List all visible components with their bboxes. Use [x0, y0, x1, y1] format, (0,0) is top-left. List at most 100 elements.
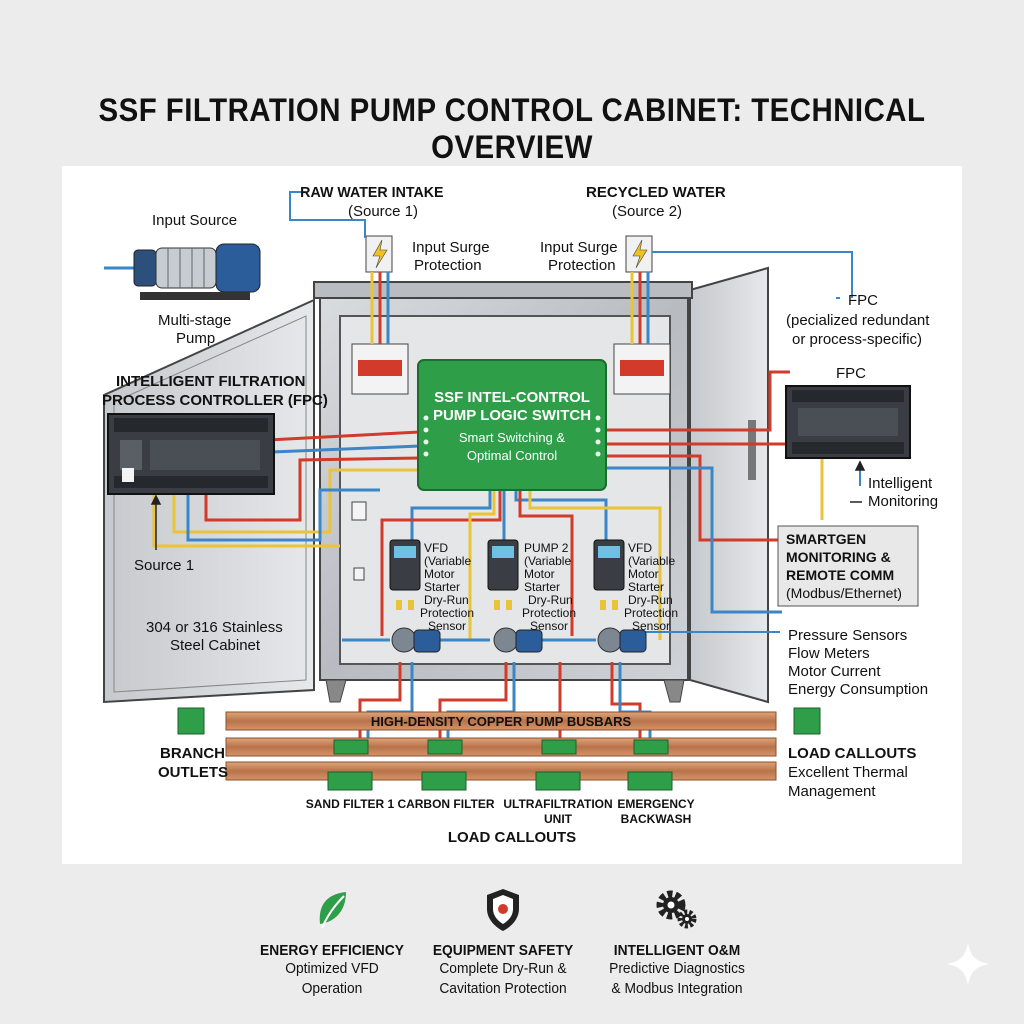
- smartgen-label-2: MONITORING &: [786, 549, 891, 565]
- sensor-label: Sensor: [530, 619, 568, 633]
- drive-3[interactable]: [593, 539, 625, 610]
- intelligent-label-1: Intelligent: [868, 475, 933, 492]
- load-callouts-right: LOAD CALLOUTS: [788, 745, 916, 762]
- drive-1-labels: VFD (Variable Motor Starter Dry-Run Prot…: [420, 541, 474, 633]
- drive-label: Starter: [524, 580, 560, 594]
- switch-desc-2: Optimal Control: [467, 448, 557, 463]
- smartgen-label-1: SMARTGEN: [786, 531, 866, 547]
- left-door[interactable]: [103, 298, 315, 704]
- smartgen-box: [777, 525, 919, 607]
- sensors-label-3: Motor Current: [788, 663, 881, 680]
- branch-label-1: BRANCH: [160, 745, 225, 762]
- recycled-water-label: RECYCLED WATER: [586, 184, 726, 201]
- intelligent-label-2: Monitoring: [868, 493, 938, 510]
- sensor-label: Protection: [624, 606, 678, 620]
- drive-2[interactable]: [487, 539, 519, 610]
- sensors-label-2: Flow Meters: [788, 645, 870, 662]
- surge-right-label-2: Protection: [548, 257, 616, 274]
- drive-3-labels: VFD (Variable Motor Starter Dry-Run Prot…: [624, 541, 678, 633]
- sensor-label: Dry-Run: [424, 593, 469, 607]
- fpc-top-desc-2: or process-specific): [792, 331, 922, 348]
- drive-label: (Variable: [424, 554, 471, 568]
- input-source-label: Input Source: [152, 212, 237, 229]
- terminal-block: [353, 567, 365, 581]
- wiring: [152, 272, 861, 742]
- source1-label: Source 1: [134, 557, 194, 574]
- drive-label: Motor: [524, 567, 555, 581]
- shield-icon: [393, 884, 613, 936]
- multistage-pump: [104, 243, 261, 300]
- switch-title-2: PUMP LOGIC SWITCH: [433, 407, 591, 424]
- inner-pump-2: [493, 627, 543, 653]
- terminal-block: [351, 501, 367, 521]
- sensor-label: Sensor: [428, 619, 466, 633]
- pump-label-2: Pump: [176, 330, 215, 347]
- thermal-label-2: Management: [788, 783, 876, 800]
- drive-label: VFD: [628, 541, 652, 555]
- door-handle[interactable]: [748, 420, 756, 480]
- leaf-icon: [222, 884, 442, 936]
- sensor-label: Sensor: [632, 619, 670, 633]
- surge-right-label-1: Input Surge: [540, 239, 618, 256]
- outlet-label-sand-filter: SAND FILTER 1: [306, 797, 395, 811]
- feature-heading: ENERGY EFFICIENCY: [260, 942, 404, 959]
- drive-label: (Variable: [628, 554, 675, 568]
- inner-pump-1: [391, 627, 441, 653]
- smartgen-label-3: REMOTE COMM: [786, 567, 894, 583]
- feature-heading: EQUIPMENT SAFETY: [432, 942, 574, 959]
- sensors-label-4: Energy Consumption: [788, 681, 928, 698]
- sensor-label: Protection: [522, 606, 576, 620]
- sensors-label-1: Pressure Sensors: [788, 627, 907, 644]
- busbar-label: HIGH-DENSITY COPPER PUMP BUSBARS: [371, 714, 632, 729]
- feature-equipment-safety: EQUIPMENT SAFETY Complete Dry-Run & Cavi…: [393, 884, 613, 999]
- outlet-label-carbon-filter: CARBON FILTER: [397, 797, 494, 811]
- switch-title-1: SSF INTEL-CONTROL: [434, 389, 590, 406]
- cabinet-label-2: Steel Cabinet: [170, 637, 261, 654]
- feature-heading: INTELLIGENT O&M: [613, 942, 741, 959]
- right-door[interactable]: [689, 266, 769, 704]
- ifpc-label-1: INTELLIGENT FILTRATION: [116, 373, 305, 390]
- smartgen-label-4: (Modbus/Ethernet): [786, 585, 902, 601]
- fpc-right-label: FPC: [836, 365, 866, 382]
- logic-switch-panel[interactable]: [417, 359, 607, 491]
- feature-energy-efficiency: ENERGY EFFICIENCY Optimized VFD Operatio…: [222, 884, 442, 999]
- breaker-left: [351, 343, 409, 395]
- fpc-top-desc-1: (pecialized redundant: [786, 312, 930, 329]
- drive-label: (Variable: [524, 554, 571, 568]
- drive-1[interactable]: [389, 539, 421, 610]
- fpc-top-label: FPC: [848, 292, 878, 309]
- thermal-label-1: Excellent Thermal: [788, 764, 908, 781]
- outlet-label-uf-2: UNIT: [544, 812, 573, 826]
- drive-label: VFD: [424, 541, 448, 555]
- drive-label: Motor: [628, 567, 659, 581]
- branch-label-2: OUTLETS: [158, 764, 228, 781]
- cabinet-leg-right: [663, 679, 685, 703]
- sensor-label: Protection: [420, 606, 474, 620]
- outlet-label-backwash-2: BACKWASH: [621, 812, 692, 826]
- drive-label: Motor: [424, 567, 455, 581]
- raw-intake-source: (Source 1): [348, 203, 418, 220]
- plc-controller-right[interactable]: [785, 385, 911, 459]
- busbar-1: [225, 711, 777, 731]
- leader-arrows: [150, 460, 866, 550]
- recycled-water-source: (Source 2): [612, 203, 682, 220]
- lightning-icon: [632, 239, 648, 269]
- switch-terminals: [423, 415, 601, 457]
- raw-intake-label: RAW WATER INTAKE: [300, 185, 444, 201]
- switch-desc-1: Smart Switching &: [459, 430, 566, 445]
- breaker-right: [613, 343, 671, 395]
- feature-desc: Operation: [301, 980, 363, 997]
- cabinet-label-1: 304 or 316 Stainless: [146, 619, 283, 636]
- busbar-3: [225, 761, 777, 781]
- feature-desc: Predictive Diagnostics: [609, 960, 745, 977]
- drive-2-labels: PUMP 2 (Variable Motor Starter Dry-Run P…: [522, 541, 576, 633]
- page-title: SSF FILTRATION PUMP CONTROL CABINET: TEC…: [98, 92, 926, 165]
- feature-desc: Complete Dry-Run &: [439, 960, 567, 977]
- plc-controller-left[interactable]: [107, 413, 275, 495]
- drive-label: Starter: [424, 580, 460, 594]
- inner-pump-3: [597, 627, 647, 653]
- sensor-label: Dry-Run: [628, 593, 673, 607]
- drive-label: Starter: [628, 580, 664, 594]
